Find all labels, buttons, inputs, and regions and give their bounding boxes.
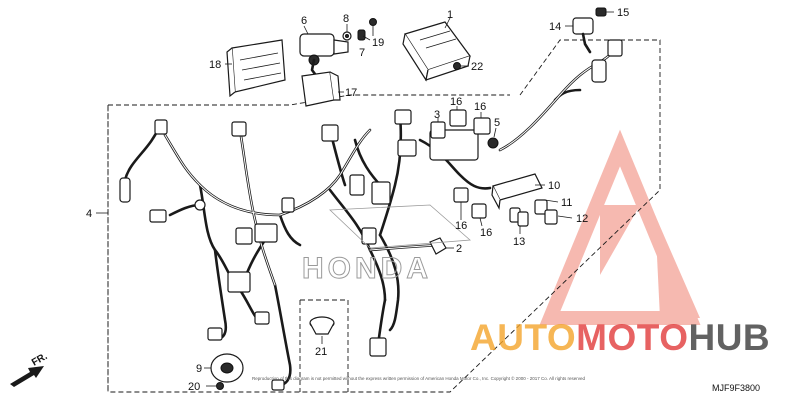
collar-part [357, 29, 366, 41]
watermark-text: AUTOMOTOHUB [470, 317, 770, 358]
cable-band-part [309, 316, 335, 335]
starter-relay-part [572, 17, 594, 54]
fuse-12-part [544, 209, 558, 225]
horn-part [210, 353, 244, 383]
part-number-13: 13 [513, 236, 525, 248]
part-number-11: 11 [561, 197, 572, 209]
svg-text:AUTOMOTOHUB: AUTOMOTOHUB [470, 317, 770, 358]
watermark-hub: HUB [688, 317, 770, 358]
relay-cap-part [595, 7, 607, 17]
part-number-16d: 16 [480, 227, 492, 239]
part-number-10: 10 [548, 180, 560, 192]
part-number-17: 17 [345, 87, 357, 99]
part-number-5: 5 [494, 117, 500, 129]
nut-part [342, 31, 352, 41]
part-number-6: 6 [301, 15, 307, 27]
fuse-11-part [534, 199, 548, 215]
part-number-22: 22 [471, 61, 483, 73]
fuse-13-part [509, 207, 529, 227]
watermark-logo-icon [539, 129, 701, 325]
part-number-16c: 16 [455, 220, 467, 232]
part-number-labels: 1 2 3 4 5 6 7 8 9 10 11 12 13 14 15 16 1… [86, 7, 629, 393]
front-direction-label: FR. [30, 351, 50, 369]
grommet-part [429, 237, 447, 255]
wire-harness-part [123, 43, 617, 388]
relay-16b-part [453, 187, 487, 219]
part-number-16a: 16 [450, 96, 462, 108]
part-number-7: 7 [359, 47, 365, 59]
part-number-21: 21 [315, 346, 327, 358]
part-number-15: 15 [617, 7, 629, 19]
relay-16-part [449, 109, 491, 135]
manufacturer-stamp: HONDA [302, 204, 471, 286]
watermark-auto: AUTO [470, 317, 576, 358]
svg-text:HONDA: HONDA [302, 252, 432, 285]
relay-3-part [430, 121, 446, 139]
watermark-moto: MOTO [576, 317, 688, 358]
part-number-4: 4 [86, 208, 92, 220]
screw-part [453, 62, 461, 70]
relay-box-part [301, 71, 341, 107]
copyright-notice: Reproduction of this diagram is not perm… [252, 375, 585, 381]
part-number-3: 3 [434, 109, 440, 121]
bolt-part [369, 18, 377, 36]
part-number-2: 2 [456, 243, 462, 255]
part-number-8: 8 [343, 13, 349, 25]
part-number-12: 12 [576, 213, 588, 225]
leader-lines [96, 11, 614, 387]
part-number-20: 20 [188, 381, 200, 393]
control-unit-part [402, 21, 471, 82]
part-number-1: 1 [447, 9, 453, 21]
front-direction-arrow-icon: FR. [10, 351, 50, 387]
part-number-19: 19 [372, 37, 384, 49]
fuse-box-part [491, 173, 543, 210]
sensor-unit-part [299, 33, 349, 80]
part-number-14: 14 [549, 21, 561, 33]
drawing-code: MJF9F3800 [712, 383, 760, 393]
horn-bolt-part [216, 382, 224, 390]
part-number-9: 9 [196, 363, 202, 375]
part-number-18: 18 [209, 59, 221, 71]
fuse-cap-part [487, 137, 499, 149]
part-number-16b: 16 [474, 101, 486, 113]
ecu-module-part [226, 39, 286, 98]
